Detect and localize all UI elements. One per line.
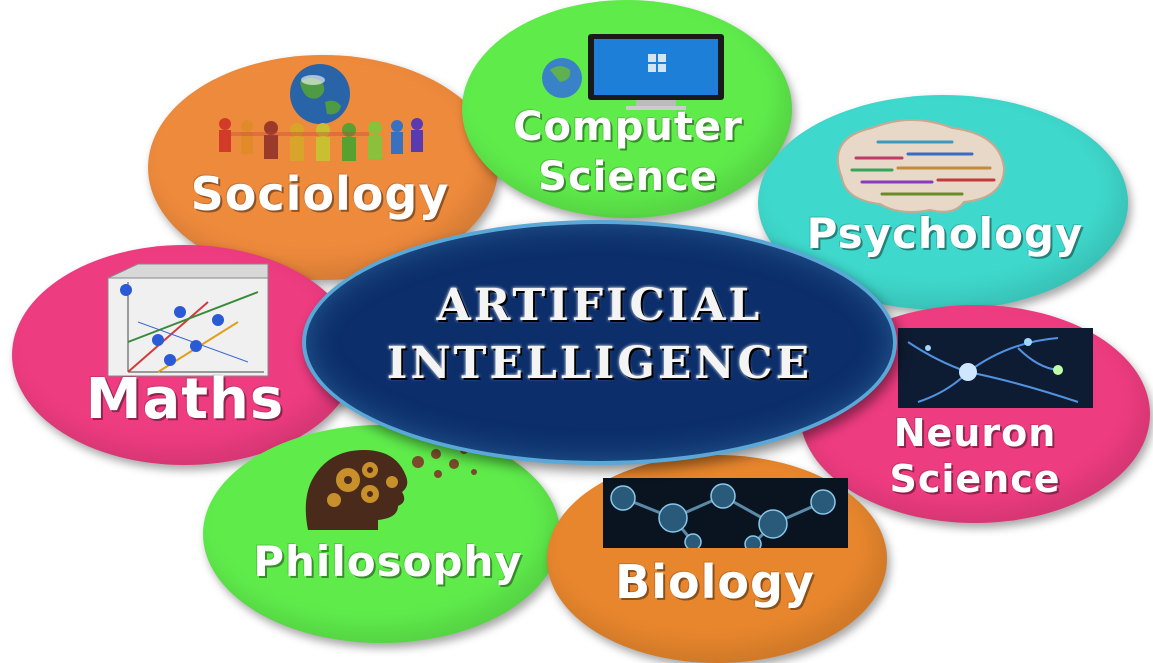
neuron-icon [898, 328, 1093, 408]
center-title-line1: ARTIFICIAL [436, 280, 763, 331]
center-title-line2: INTELLIGENCE [386, 338, 813, 389]
philosophy-label: Philosophy [253, 537, 523, 586]
word-brain-icon [836, 119, 1006, 213]
biology-label: Biology [615, 555, 815, 609]
sociology-label: Sociology [190, 167, 450, 221]
computer-science-label-line2: Science [538, 154, 718, 200]
computer-science-label-line1: Computer [513, 104, 743, 150]
geometry-cube-icon [107, 263, 269, 377]
maths-label: Maths [85, 367, 285, 432]
neuron-science-label-line1: Neuron [893, 411, 1057, 455]
globe-people-icon [219, 64, 423, 161]
computer-monitor-icon [542, 34, 724, 110]
psychology-label: Psychology [806, 209, 1084, 258]
gear-head-icon [305, 446, 477, 530]
center-ellipse [302, 220, 897, 465]
molecule-icon [603, 478, 848, 548]
neuron-science-label-line2: Science [889, 457, 1061, 501]
